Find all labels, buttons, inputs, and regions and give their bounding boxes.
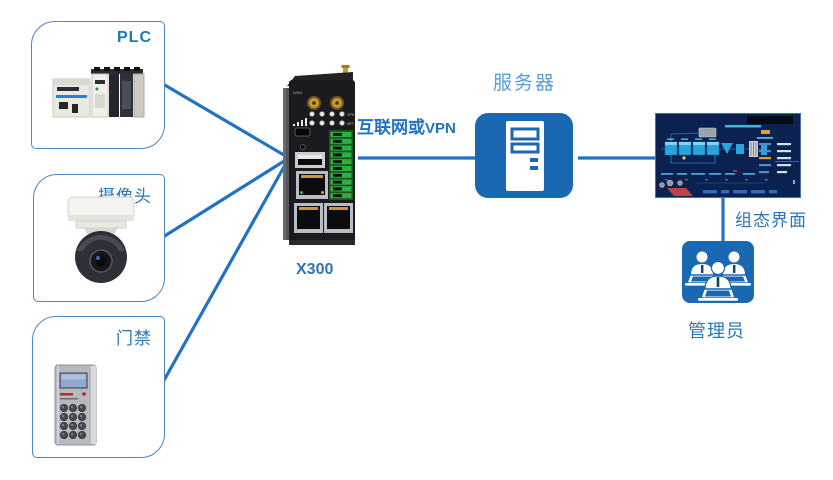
server-icon [475, 113, 573, 198]
router-net-label: NET [347, 122, 355, 126]
router-wan-label: WAN [293, 90, 302, 95]
internet-vpn-label-en: VPN [425, 120, 456, 137]
plc-box: PLC [31, 21, 165, 149]
door-keypad-icon [54, 364, 97, 446]
admin-group-icon [682, 241, 754, 303]
internet-vpn-label-cn: 互联网或 [357, 118, 425, 137]
line-plc-router [162, 82, 290, 160]
hdmi-port [294, 127, 311, 137]
reset-hole [300, 144, 306, 150]
ethernet-port-1 [296, 171, 328, 199]
line-door-router [161, 157, 291, 383]
router-vpn-label: VPN [347, 113, 355, 117]
signal-bars-icon [293, 118, 307, 126]
router-image: WAN VPN NET [283, 65, 355, 245]
camera-box: 摄像头 [33, 174, 165, 302]
admin-label: 管理员 [688, 321, 745, 341]
router-label: X300 [296, 261, 334, 278]
internet-vpn-label: 互联网或VPN [357, 113, 456, 138]
door-access-label: 门禁 [116, 329, 152, 348]
usb-port [295, 152, 325, 168]
line-camera-router [162, 156, 290, 239]
camera-device-icon [67, 196, 135, 283]
plc-label: PLC [117, 29, 152, 46]
scada-screenshot [655, 113, 801, 198]
ethernet-port-2 [294, 203, 323, 233]
plc-device-icon [52, 67, 145, 118]
door-access-box: 门禁 [32, 316, 165, 458]
scada-link-label: 组态界面 [735, 211, 807, 230]
ethernet-port-3 [324, 203, 353, 233]
server-label: 服务器 [493, 73, 557, 94]
